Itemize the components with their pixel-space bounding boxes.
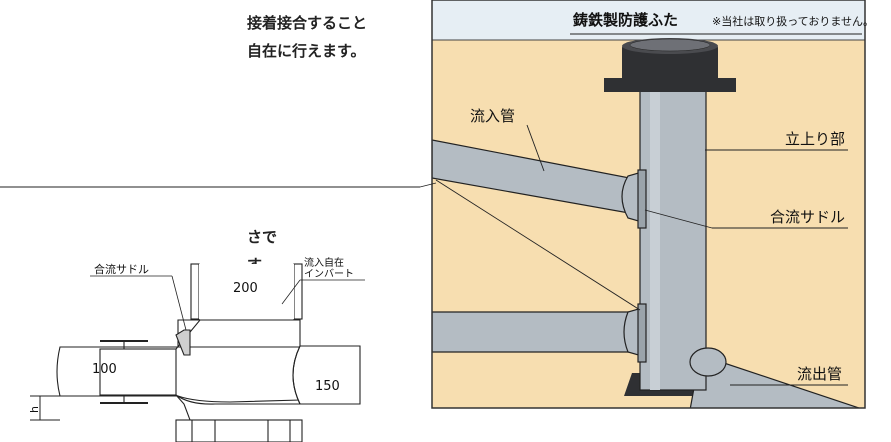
cover-grate (629, 38, 711, 52)
h-dimension (30, 395, 60, 421)
leader-lines (435, 33, 862, 386)
section-leader-lines (90, 275, 365, 331)
sky-area (432, 0, 865, 40)
section-detail-drawing: 合流サドル 流入自在 インバート 200 100 150 h (28, 256, 365, 442)
section-saddle-label: 合流サドル (94, 262, 149, 276)
saddle-upper-flange (637, 169, 647, 229)
section-invert-label-1: 流入自在 (304, 256, 344, 269)
saddle-upper (621, 171, 643, 223)
saddle-label: 合流サドル (770, 208, 845, 226)
manhole-cutaway-diagram: 鋳鉄製防護ふた ※当社は取り扱っておりません。 流入管 立上り部 合流サドル 流… (431, 0, 874, 409)
dimension-150: 150 (315, 379, 340, 394)
lead-text-line2: 自在に行えます。 (247, 42, 366, 60)
connector-line (0, 182, 437, 188)
outflow-pipe-label: 流出管 (797, 365, 842, 383)
section-invert-label-2: インバート (304, 268, 354, 280)
outflow-pipe-150 (292, 345, 361, 405)
outflow-joint (689, 347, 727, 377)
riser-label: 立上り部 (785, 130, 845, 148)
section-base (175, 419, 303, 442)
saddle-lower-flange (637, 303, 647, 363)
saddle-detail (175, 329, 191, 356)
riser-pipe (639, 87, 707, 391)
inflow-pipe-lower (432, 311, 641, 353)
riser-wall-right (293, 263, 303, 320)
dimension-100: 100 (92, 362, 117, 377)
inflow-pipe-100 (99, 348, 177, 396)
cast-iron-cover (604, 38, 736, 92)
cover-note: ※当社は取り扱っておりません。 (712, 14, 874, 28)
lead-text-line1: 接着接合すること (247, 14, 368, 32)
inflow-pipe-label: 流入管 (470, 107, 515, 125)
outflow-pipe (689, 354, 861, 408)
dimension-200: 200 (233, 281, 258, 296)
diagram-frame (431, 0, 866, 409)
cover-base-flange (604, 78, 736, 92)
lead-text-line3: さで (247, 228, 278, 246)
cover-label: 鋳鉄製防護ふた (573, 11, 678, 29)
riser-interior (199, 264, 294, 319)
riser-wall-left (190, 263, 200, 320)
pipe-body (56, 319, 301, 403)
riser-highlight (650, 88, 660, 390)
cover-body (622, 46, 718, 82)
dimension-h: h (28, 406, 41, 413)
